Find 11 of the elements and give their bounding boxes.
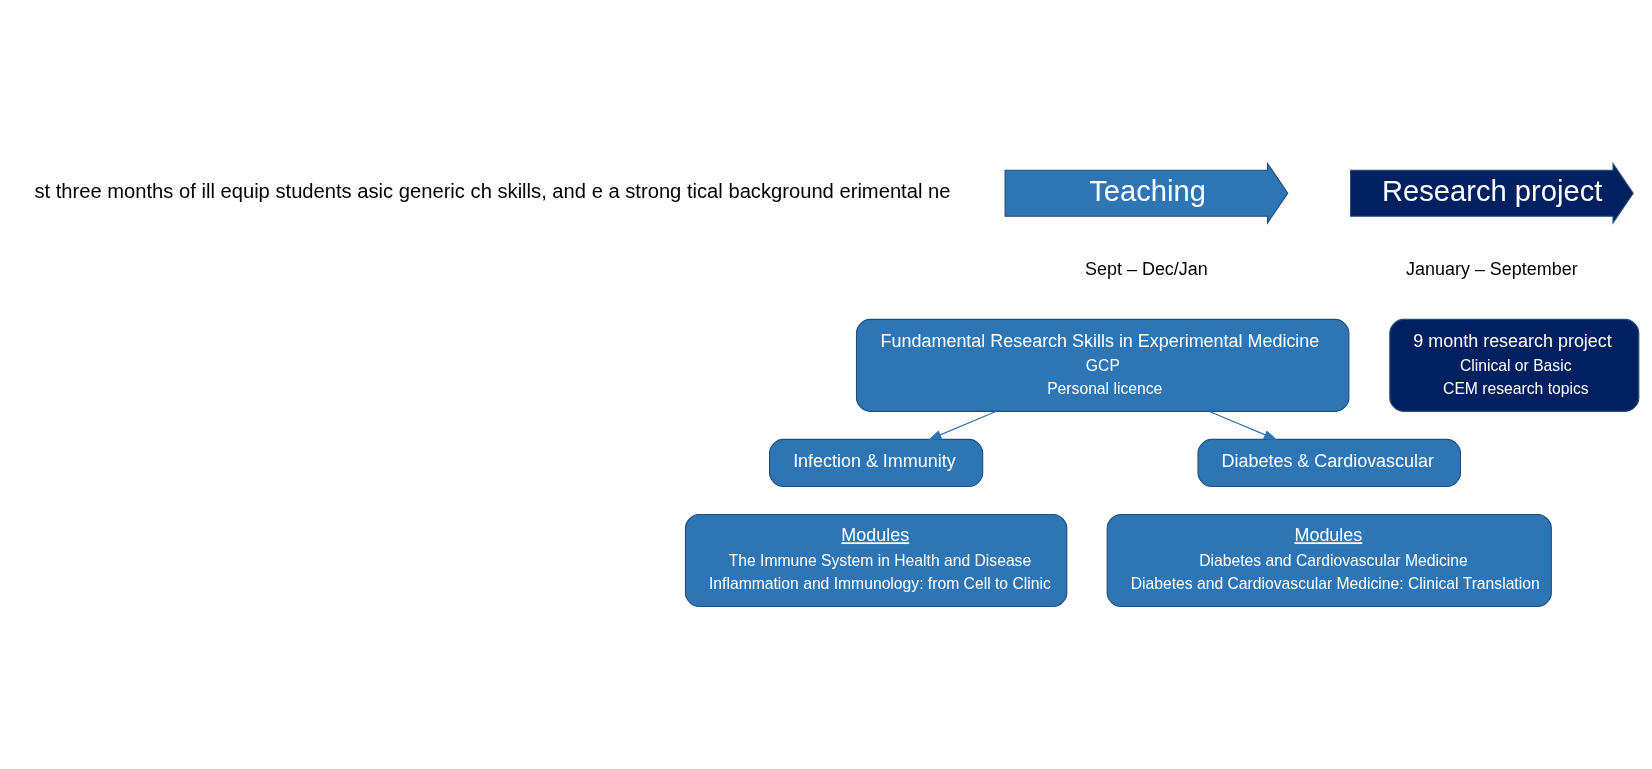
arrow xyxy=(1208,410,1277,440)
node-box: Modules Diabetes and Cardiovascular Medicine Diabetes and Cardiovascular Medicine: Clinical Translation xyxy=(1106,513,1552,607)
node-label: January – September xyxy=(1405,258,1578,279)
node-box: Diabetes & Cardiovascular xyxy=(1196,438,1461,487)
label: st three months of ill equip students asic generic ch skills, and e a strong tical background erimental ne xyxy=(33,179,950,202)
node-box: Infection & Immunity xyxy=(768,438,983,487)
node-label: Sept – Dec/Jan xyxy=(1084,258,1208,279)
arrow xyxy=(927,410,997,440)
node-box: Modules The Immune System in Health and Disease Inflammation and Immunology: from Cell to Clinic xyxy=(684,513,1067,607)
node-box: Fundamental Research Skills in Experimental Medicine GCP Personal licence xyxy=(855,318,1349,412)
node-box: 9 month research project Clinical or Basic CEM research topics xyxy=(1388,318,1639,412)
